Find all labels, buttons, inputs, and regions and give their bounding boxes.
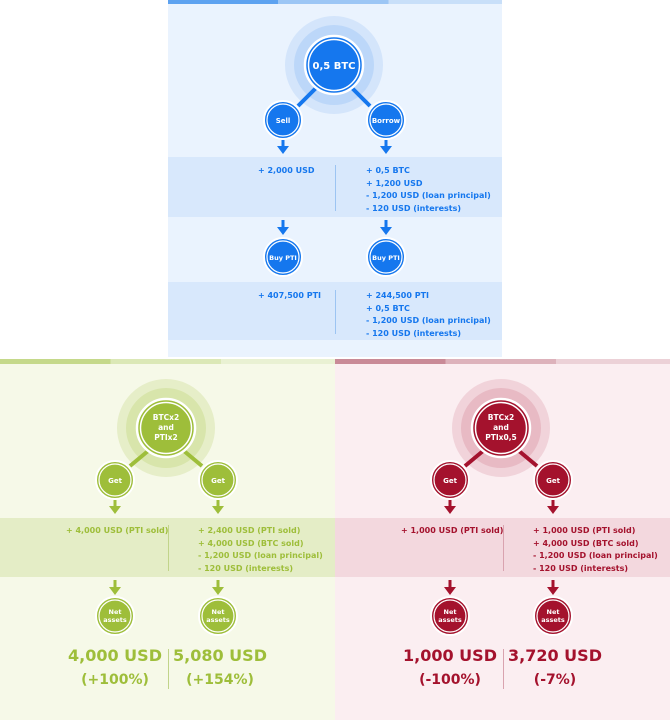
green-arrow-down-icon bbox=[212, 580, 224, 595]
top-arrow-down-icon bbox=[380, 220, 392, 235]
top-borrow-label: Borrow bbox=[372, 117, 401, 125]
green-net-node-left bbox=[95, 596, 135, 636]
top-arrow-down-icon bbox=[277, 220, 289, 235]
red-net-label-right-1: Net bbox=[547, 608, 560, 616]
top-row2-left: + 407,500 PTI bbox=[258, 291, 322, 300]
green-net-label-left-2: assets bbox=[103, 616, 127, 624]
red-root-label-2: and bbox=[493, 423, 509, 432]
green-net-label-right-1: Net bbox=[212, 608, 225, 616]
red-root-label-1: BTCx2 bbox=[488, 413, 514, 422]
green-root-label-1: BTCx2 bbox=[153, 413, 179, 422]
red-net-node-left bbox=[430, 596, 470, 636]
green-net-node-right bbox=[198, 596, 238, 636]
red-arrow-down-icon bbox=[444, 500, 456, 514]
top-arrow-down-icon bbox=[380, 140, 392, 154]
green-row-right: + 2,400 USD (PTI sold) + 4,000 USD (BTC … bbox=[198, 526, 323, 573]
top-buy-pti-label-left: Buy PTI bbox=[269, 254, 297, 262]
green-row-left: + 4,000 USD (PTI sold) bbox=[66, 526, 169, 535]
green-connector-right bbox=[182, 449, 204, 468]
red-left-pct: (-100%) bbox=[419, 672, 481, 688]
green-root-label-3: PTIx2 bbox=[154, 433, 177, 442]
red-arrow-down-icon bbox=[547, 500, 559, 514]
red-row-left: + 1,000 USD (PTI sold) bbox=[401, 526, 504, 535]
green-root-node bbox=[135, 397, 197, 459]
green-net-label-left-1: Net bbox=[109, 608, 122, 616]
green-accent-bar bbox=[0, 359, 335, 364]
red-connector-left bbox=[463, 449, 485, 468]
top-connector-left bbox=[296, 86, 318, 108]
red-connector-right bbox=[517, 449, 539, 468]
green-get-node-left bbox=[95, 460, 135, 500]
top-root-node bbox=[303, 34, 365, 96]
green-right-value: 5,080 USD bbox=[173, 646, 267, 665]
red-get-node-left bbox=[430, 460, 470, 500]
top-row1-left: + 2,000 USD bbox=[258, 166, 315, 175]
top-row2-right: + 244,500 PTI + 0,5 BTC - 1,200 USD (loa… bbox=[366, 291, 491, 338]
green-right-pct: (+154%) bbox=[186, 672, 254, 688]
red-row-right: + 1,000 USD (PTI sold) + 4,000 USD (BTC … bbox=[533, 526, 658, 573]
top-row1-divider bbox=[335, 165, 336, 211]
green-row-divider bbox=[168, 525, 169, 571]
red-net-node-right bbox=[533, 596, 573, 636]
red-row-band bbox=[335, 518, 670, 577]
top-borrow-node bbox=[366, 100, 406, 140]
green-net-label-right-2: assets bbox=[206, 616, 230, 624]
red-net-label-left-2: assets bbox=[438, 616, 462, 624]
red-accent-bar bbox=[335, 359, 670, 364]
green-connector-left bbox=[128, 449, 150, 468]
top-accent-bar bbox=[168, 0, 502, 4]
green-arrow-down-icon bbox=[109, 580, 121, 595]
red-arrow-down-icon bbox=[547, 580, 559, 595]
green-root-label-2: and bbox=[158, 423, 174, 432]
green-get-label-left: Get bbox=[108, 477, 122, 485]
top-sell-node bbox=[263, 100, 303, 140]
red-right-value: 3,720 USD bbox=[508, 646, 602, 665]
red-root-label-3: PTIx0,5 bbox=[485, 433, 517, 442]
red-bottom-divider bbox=[503, 649, 504, 689]
red-get-label-left: Get bbox=[443, 477, 457, 485]
top-row1-right: + 0,5 BTC + 1,200 USD - 1,200 USD (loan … bbox=[366, 166, 491, 213]
red-right-pct: (-7%) bbox=[533, 672, 577, 688]
red-arrow-down-icon bbox=[444, 580, 456, 595]
red-get-label-right: Get bbox=[546, 477, 560, 485]
top-row2-divider bbox=[335, 290, 336, 334]
green-arrow-down-icon bbox=[109, 500, 121, 514]
red-net-label-right-2: assets bbox=[541, 616, 565, 624]
red-get-node-right bbox=[533, 460, 573, 500]
top-buy-pti-node-left bbox=[263, 237, 303, 277]
green-get-node-right bbox=[198, 460, 238, 500]
red-root-node bbox=[470, 397, 532, 459]
green-bottom-divider bbox=[168, 649, 169, 689]
red-net-label-left-1: Net bbox=[444, 608, 457, 616]
green-left-value: 4,000 USD bbox=[68, 646, 162, 665]
top-buy-pti-node-right bbox=[366, 237, 406, 277]
red-row-divider bbox=[503, 525, 504, 571]
top-connector-right bbox=[350, 86, 372, 108]
top-root-label: 0,5 BTC bbox=[313, 61, 356, 72]
green-row-band bbox=[0, 518, 335, 577]
green-arrow-down-icon bbox=[212, 500, 224, 514]
top-buy-pti-label-right: Buy PTI bbox=[372, 254, 400, 262]
top-sell-label: Sell bbox=[276, 117, 291, 125]
green-left-pct: (+100%) bbox=[81, 672, 149, 688]
red-left-value: 1,000 USD bbox=[403, 646, 497, 665]
top-arrow-down-icon bbox=[277, 140, 289, 154]
green-get-label-right: Get bbox=[211, 477, 225, 485]
